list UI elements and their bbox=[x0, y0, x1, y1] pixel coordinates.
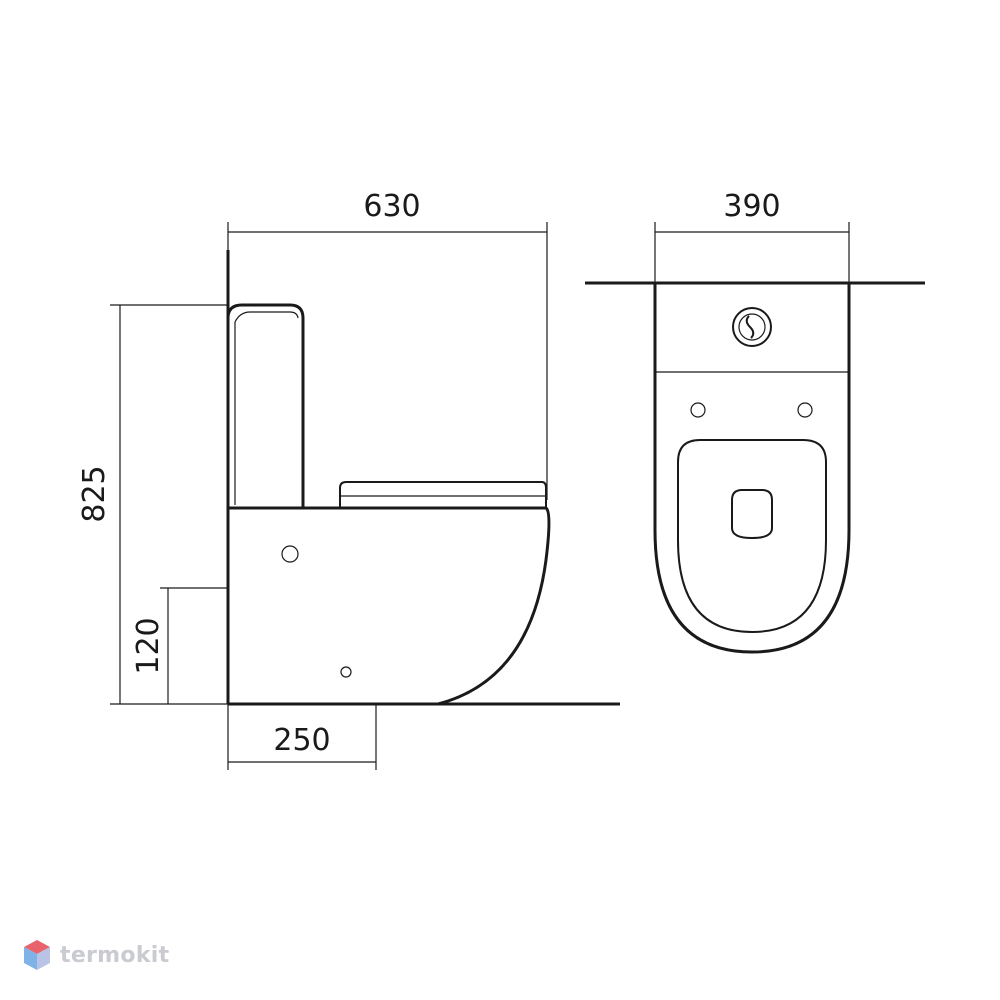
side-fixing-hole bbox=[281, 545, 299, 563]
brand-cube-icon bbox=[24, 940, 50, 970]
dim-label-120: 120 bbox=[131, 617, 166, 674]
brand-name: termokit bbox=[60, 942, 170, 968]
flush-button-divider bbox=[745, 315, 755, 339]
dim-label-250: 250 bbox=[273, 723, 330, 758]
brand-logo: termokit bbox=[22, 935, 169, 975]
seat-fixing-hole-left bbox=[690, 402, 706, 418]
bowl-outline bbox=[228, 506, 551, 706]
side-small-hole bbox=[340, 666, 352, 678]
seat-fixing-hole-right bbox=[797, 402, 813, 418]
drain-outline bbox=[731, 489, 773, 540]
top-outline bbox=[653, 283, 851, 654]
cistern-outline bbox=[226, 303, 305, 508]
flush-button-icon bbox=[732, 307, 772, 347]
dim-label-630: 630 bbox=[363, 189, 420, 224]
seat-lid-outline bbox=[339, 481, 547, 507]
top-view: 390 bbox=[585, 189, 925, 654]
side-view: 630 825 120 250 bbox=[77, 189, 620, 770]
dim-label-825: 825 bbox=[77, 465, 112, 522]
flush-button-inner bbox=[738, 313, 766, 341]
dim-label-390: 390 bbox=[723, 189, 780, 224]
seat-outline bbox=[677, 439, 827, 634]
cistern-top-detail bbox=[234, 311, 299, 323]
